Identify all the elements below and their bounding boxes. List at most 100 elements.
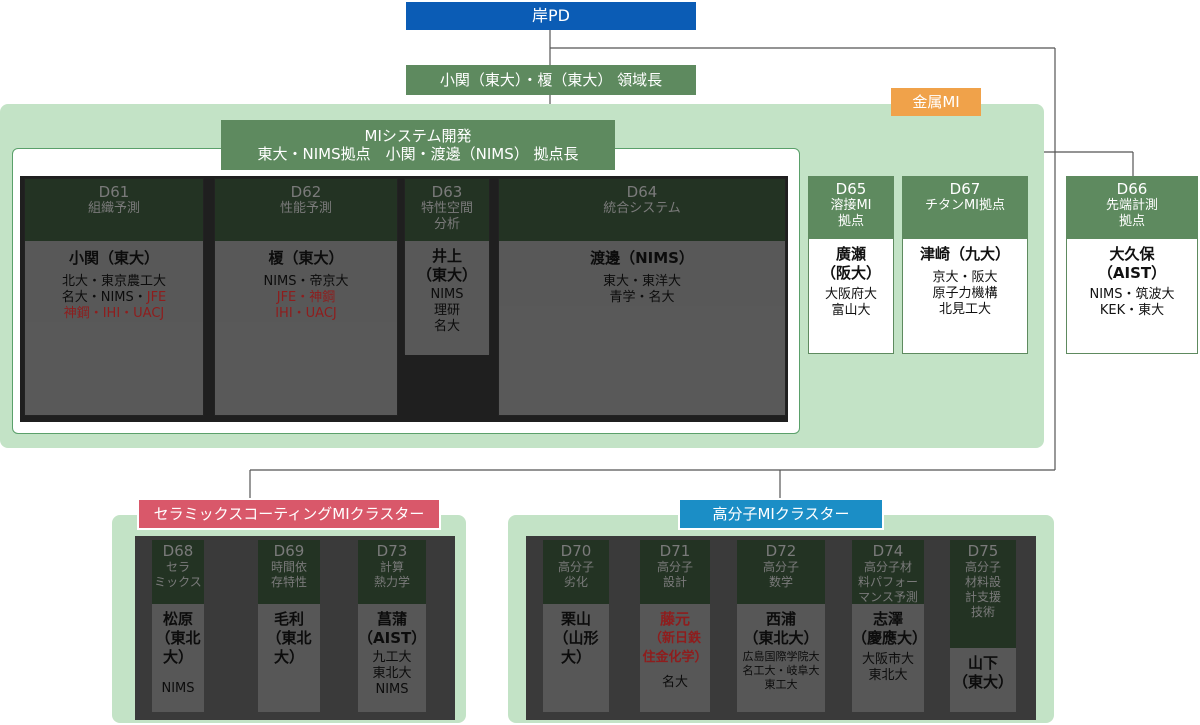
team-leader: 志澤 [872,610,903,628]
team-code: D69 [273,542,305,560]
team-title: 材料設 [964,575,1001,589]
team-leader: 栗山 [560,610,591,628]
team-code: D75 [967,542,999,560]
team-code: D64 [626,183,658,201]
team-leader: 菖蒲 [376,610,407,628]
pd-box: 岸PD [406,2,696,30]
team-member: 大阪市大 [861,652,914,667]
team-d66: D66 先端計測 拠点 大久保 （AIST） NIMS・筑波大 KEK・東大 [1066,176,1198,354]
team-code: D67 [949,180,981,198]
team-code: D72 [765,542,797,560]
team-code: D61 [98,183,130,201]
team-leader: 廣瀬 [835,245,866,263]
team-member: 名大 [661,675,688,690]
team-title: 特性空間 [420,201,473,216]
team-title: 熱力学 [373,575,410,589]
pd-label: 岸PD [532,6,570,25]
team-leader: 松原 [162,610,193,628]
team-d69: D69 時間依 存特性 毛利 （東北大） [258,540,320,712]
metal-mi-text: 金属MI [912,93,960,111]
team-d72: D72 高分子 数学 西浦 （東北大） 広島国際学院大 名工大・岐阜大 東工大 [737,540,825,712]
team-d70: D70 高分子 劣化 栗山 （山形大） [543,540,609,712]
team-leader: 藤元 [659,610,690,628]
team-member: 名大・NIMS・ [61,290,147,305]
team-title: 高分子 [762,560,799,574]
team-code: D70 [560,542,592,560]
team-d74: D74 高分子材 料パフォー マンス予測 志澤 （慶應大） 大阪市大 東北大 [852,540,927,712]
team-d68: D68 セラ ミックス 松原 （東北大） NIMS [152,540,204,712]
polymer-cluster-text: 高分子MIクラスター [712,505,850,523]
team-title: 設計 [662,575,687,589]
team-member: 北大・東京農工大 [61,274,166,289]
team-title: 先端計測 [1105,198,1158,213]
team-title: 分析 [433,217,460,232]
team-code: D71 [659,542,691,560]
team-title: 計算 [379,560,404,574]
team-title: 溶接MI [830,198,872,213]
team-leader: 井上 [431,247,462,265]
team-leader: （新日鉄 [648,631,701,646]
team-title: 拠点 [837,214,864,229]
system-hub-title: MIシステム開発 [364,127,472,145]
team-member: KEK・東大 [1099,303,1165,318]
team-title: 時間依 [270,560,307,574]
system-hub-subtitle: 東大・NIMS拠点 小関・渡邊（NIMS） 拠点長 [257,145,579,163]
team-member-company: JFE [146,290,167,305]
team-title: 存特性 [270,575,307,589]
team-title: 統合システム [603,201,681,216]
team-leader: （AIST） [1097,264,1167,282]
director-label: 小関（東大）・榎（東大） 領域長 [439,71,663,89]
team-member: 東大・東洋大 [602,274,681,289]
team-title: 組織予測 [87,201,140,216]
team-d63: D63 特性空間 分析 井上 （東大） NIMS 理研 名大 [404,178,490,355]
team-d61: D61 組織予測 小関（東大） 北大・東京農工大 名大・NIMS・JFE 神鋼・… [24,178,204,416]
team-title: セラ [165,560,190,574]
team-leader: （AIST） [358,629,427,647]
ceramic-cluster-label: セラミックスコーティングMIクラスター [137,498,441,530]
team-d71: D71 高分子 設計 藤元 （新日鉄 住金化学） 名大 [640,540,710,712]
team-member: 東北大 [868,668,908,683]
team-title: 高分子 [656,560,693,574]
team-leader: 住金化学） [642,650,708,665]
team-d67: D67 チタンMI拠点 津崎（九大） 京大・阪大 原子力機構 北見工大 [902,176,1028,354]
team-title: マンス予測 [858,590,918,604]
team-member: 東工大 [764,678,798,691]
team-title: 高分子材 [863,560,912,574]
team-d62: D62 性能予測 榎（東大） NIMS・帝京大 JFE・神鋼 IHI・UACJ [214,178,398,416]
team-code: D74 [872,542,904,560]
team-title: 高分子 [557,560,594,574]
team-member: 大阪府大 [824,287,877,302]
system-hub-box: MIシステム開発 東大・NIMS拠点 小関・渡邊（NIMS） 拠点長 [221,120,615,170]
team-leader: （東北大） [155,629,201,666]
polymer-cluster-label: 高分子MIクラスター [678,498,884,530]
team-code: D66 [1116,180,1148,198]
team-member: 九工大 [372,650,412,665]
team-d65: D65 溶接MI 拠点 廣瀬 （阪大） 大阪府大 富山大 [808,176,894,354]
team-leader: 渡邊（NIMS） [590,249,694,267]
team-d73: D73 計算 熱力学 菖蒲 （AIST） 九工大 東北大 NIMS [358,540,426,712]
team-leader: （阪大） [820,264,881,282]
team-leader: 西浦 [765,610,796,628]
team-member: 名工大・岐阜大 [742,664,820,677]
ceramic-cluster-text: セラミックスコーティングMIクラスター [153,505,425,523]
team-member-company: 神鋼・IHI・UACJ [63,306,165,321]
team-title: 高分子 [964,560,1001,574]
team-member: 広島国際学院大 [742,650,820,663]
team-title: 劣化 [563,575,588,589]
team-d75: D75 高分子 材料設 計支援 技術 山下 （東大） [950,540,1016,712]
team-member: NIMS・筑波大 [1089,287,1175,302]
team-code: D62 [290,183,322,201]
team-title: 数学 [768,575,793,589]
team-member: NIMS [161,681,195,696]
director-box: 小関（東大）・榎（東大） 領域長 [406,65,696,95]
team-member-company: JFE・神鋼 [276,290,336,305]
team-title: 計支援 [964,590,1001,604]
team-member: 北見工大 [938,302,991,317]
team-leader: 山下 [967,654,998,672]
team-member: 東北大 [372,666,412,681]
team-leader: 榎（東大） [268,249,344,267]
team-leader: （東北大） [743,629,819,647]
team-code: D73 [376,542,408,560]
team-title: ミックス [154,575,202,589]
